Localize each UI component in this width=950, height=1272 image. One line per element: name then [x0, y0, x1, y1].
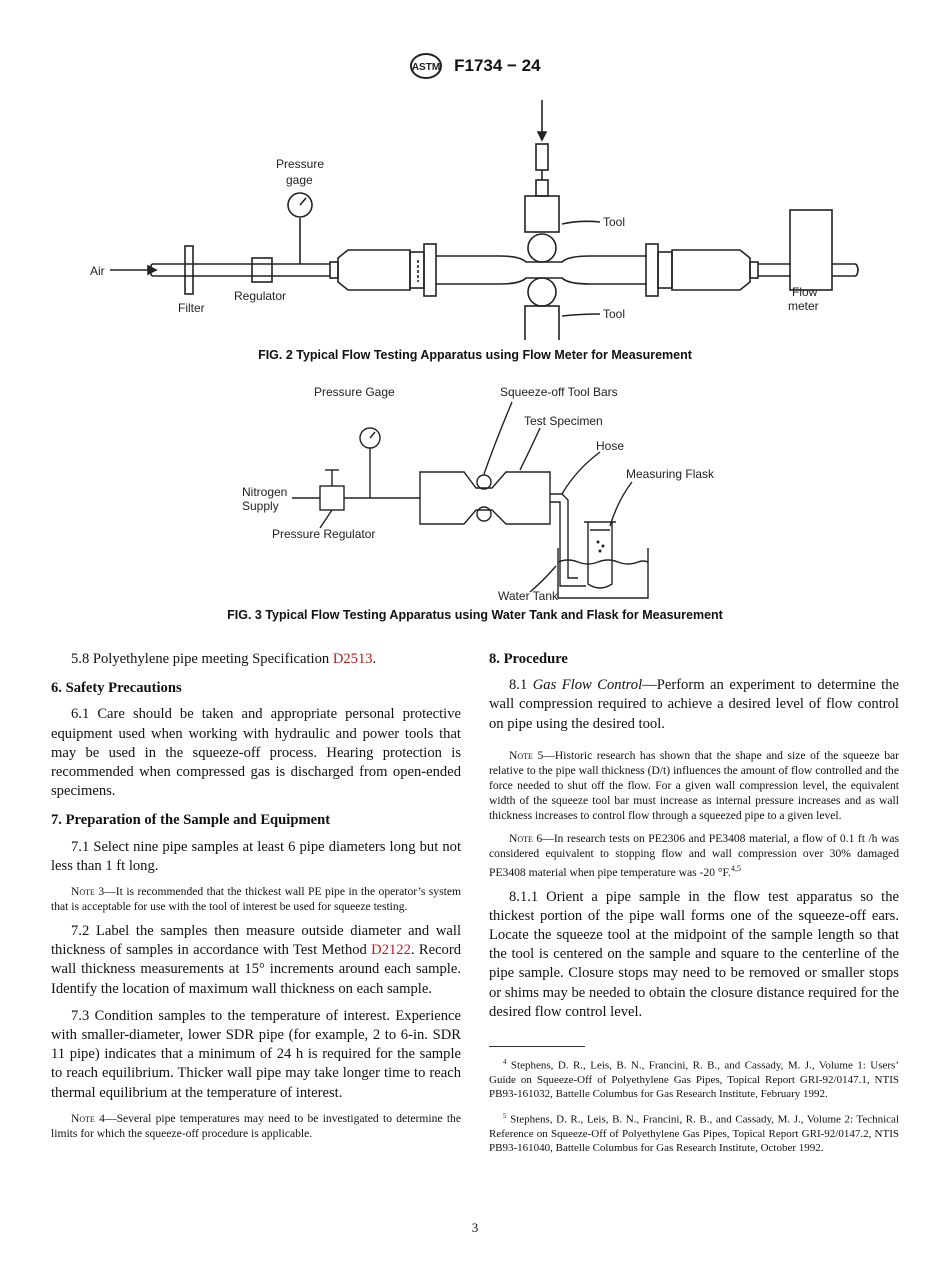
p58-end: . — [372, 651, 377, 667]
note4-text: 4—Several pipe temperatures may need to … — [51, 1111, 461, 1140]
note5-label: Note — [509, 748, 533, 762]
fig3-regulator-label: Pressure Regulator — [272, 527, 375, 541]
note6-label: Note — [509, 831, 533, 845]
note3-text: 3—It is recommended that the thickest wa… — [51, 885, 461, 914]
note-6: Note 6—In research tests on PE2306 and P… — [489, 831, 899, 880]
right-column: 8. Procedure 8.1 Gas Flow Control—Perfor… — [489, 650, 899, 1164]
paragraph-7-1: 7.1 Select nine pipe samples at least 6 … — [51, 838, 461, 874]
paragraph-8-1-1: 8.1.1 Orient a pipe sample in the flow t… — [489, 888, 899, 1020]
page-header: ASTM F1734 − 24 — [0, 52, 950, 80]
paragraph-5-8: 5.8 Polyethylene pipe meeting Specificat… — [51, 650, 461, 669]
page-number: 3 — [471, 1220, 479, 1235]
note6-sup: 4,5 — [730, 863, 741, 873]
paragraph-8-1: 8.1 Gas Flow Control—Perform an experime… — [489, 676, 899, 734]
fig2-gage-label-1: Pressure — [276, 157, 324, 171]
note-5: Note 5—Historic research has shown that … — [489, 748, 899, 823]
svg-text:ASTM: ASTM — [412, 62, 440, 73]
heading-safety-precautions: 6. Safety Precautions — [51, 680, 182, 697]
fig2-tool-top-label: Tool — [603, 215, 625, 229]
paragraph-7-2: 7.2 Label the samples then measure outsi… — [51, 922, 461, 999]
heading-preparation: 7. Preparation of the Sample and Equipme… — [51, 812, 331, 829]
fig2-tool-bottom-label: Tool — [603, 307, 625, 321]
fn5-num: 5 — [503, 1112, 507, 1121]
fig3-nitrogen-label-2: Supply — [242, 499, 279, 513]
fig2-filter-label: Filter — [178, 301, 205, 315]
fig2-gage-label-2: gage — [286, 173, 313, 187]
note-3: Note 3—It is recommended that the thicke… — [51, 884, 461, 914]
p72-b: . Record wall thickness measurements at … — [51, 942, 461, 997]
note3-label: Note — [71, 885, 95, 899]
fig2-caption: FIG. 2 Typical Flow Testing Apparatus us… — [258, 348, 692, 362]
note6-text: 6—In research tests on PE2306 and PE3408… — [489, 831, 899, 879]
fig3-water-tank-label: Water Tank — [498, 589, 559, 603]
fig3-nitrogen-label-1: Nitrogen — [242, 485, 287, 499]
heading-procedure: 8. Procedure — [489, 651, 568, 667]
fig2-air-label: Air — [90, 264, 105, 278]
p58-text: 5.8 Polyethylene pipe meeting Specificat… — [71, 651, 333, 667]
footnote-divider — [489, 1046, 585, 1048]
fig3-test-specimen-label: Test Specimen — [524, 414, 603, 428]
fn4-num: 4 — [503, 1058, 507, 1067]
fig3-gage-label: Pressure Gage — [314, 385, 395, 399]
fig2-diagram: Air Filter Regulator Pressure gage Tool … — [90, 100, 859, 340]
left-column: 5.8 Polyethylene pipe meeting Specificat… — [51, 650, 461, 1149]
fig2-regulator-label: Regulator — [234, 289, 286, 303]
footnote-5: 5 Stephens, D. R., Leis, B. N., Francini… — [489, 1109, 899, 1155]
paragraph-6-1: 6.1 Care should be taken and appropriate… — [51, 706, 461, 800]
fig2-flow-label-2: meter — [788, 299, 819, 313]
fig3-squeeze-bars-label: Squeeze-off Tool Bars — [500, 385, 618, 399]
p81-title: Gas Flow Control — [532, 677, 643, 694]
fn4-text: Stephens, D. R., Leis, B. N., Francini, … — [489, 1059, 899, 1101]
fn5-text: Stephens, D. R., Leis, B. N., Francini, … — [489, 1114, 899, 1155]
p72-a: 7.2 Label the samples then measure outsi… — [51, 923, 461, 959]
note-4: Note 4—Several pipe temperatures may nee… — [51, 1111, 461, 1141]
paragraph-7-3: 7.3 Condition samples to the temperature… — [51, 1007, 461, 1101]
note5-text: 5—Historic research has shown that the s… — [489, 748, 899, 822]
link-d2513[interactable]: D2513 — [332, 651, 373, 667]
note4-label: Note — [71, 1111, 95, 1125]
fig3-hose-label: Hose — [596, 439, 624, 453]
fig3-diagram: Pressure Gage Squeeze-off Tool Bars Test… — [242, 385, 715, 603]
astm-logo-icon: ASTM — [410, 53, 443, 79]
designation: F1734 − 24 — [454, 56, 541, 75]
fig3-caption: FIG. 3 Typical Flow Testing Apparatus us… — [227, 608, 723, 622]
link-d2122[interactable]: D2122 — [371, 942, 411, 959]
p81-text: —Perform an experiment to determine the … — [489, 677, 900, 732]
fig3-flask-label: Measuring Flask — [626, 467, 715, 481]
p81-num: 8.1 — [509, 677, 533, 694]
fig2-flow-label-1: Flow — [792, 285, 818, 299]
footnote-4: 4 Stephens, D. R., Leis, B. N., Francini… — [489, 1055, 899, 1101]
